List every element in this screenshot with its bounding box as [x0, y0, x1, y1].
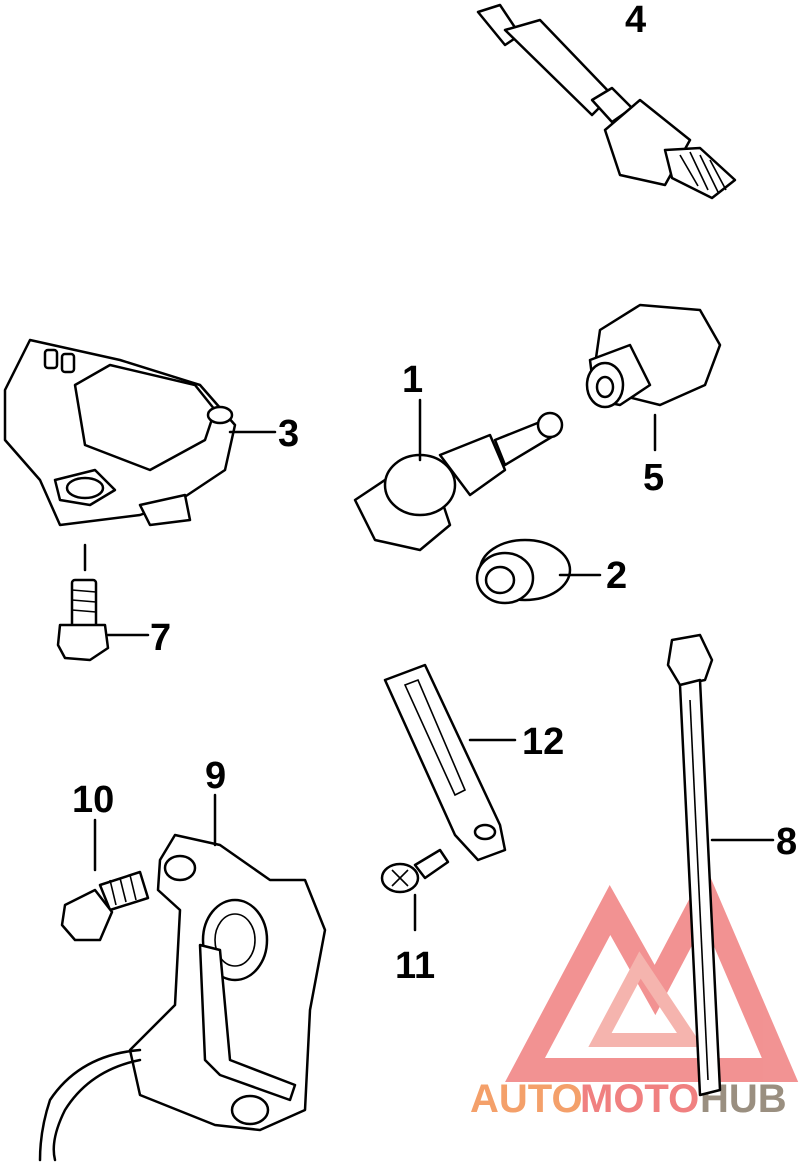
part-7-bolt: [56, 543, 150, 662]
callout-10: 10: [72, 779, 114, 821]
callout-3: 3: [278, 413, 299, 455]
watermark-text: AUTO MOTO HUB: [470, 1077, 787, 1121]
part-2-grommet: [475, 538, 602, 605]
callout-12: 12: [522, 721, 564, 763]
watermark-logo: [505, 867, 799, 1082]
part-4-sensor: [476, 3, 737, 200]
callout-11: 11: [395, 945, 435, 987]
callout-8: 8: [776, 821, 797, 863]
callout-4: 4: [625, 0, 646, 41]
callout-9: 9: [205, 755, 226, 797]
part-11-screw: [380, 848, 450, 932]
part-9-sensor-assembly: [38, 793, 327, 1162]
callout-7: 7: [150, 617, 171, 659]
callout-1: 1: [402, 359, 423, 401]
part-3-map-sensor: [3, 338, 277, 527]
callout-5: 5: [643, 457, 664, 499]
part-8-cable-tie: [666, 633, 775, 1097]
callout-2: 2: [606, 555, 627, 597]
svg-text:MOTO: MOTO: [580, 1077, 699, 1121]
callout-labels: 4 3 1 5 2 7 12 9 10 8 11: [72, 0, 797, 987]
part-12-bracket: [383, 663, 517, 862]
svg-text:AUTO: AUTO: [470, 1077, 583, 1121]
part-1-sensor: [353, 398, 564, 552]
part-5-switch: [585, 303, 722, 452]
part-10-bolt: [60, 818, 150, 942]
